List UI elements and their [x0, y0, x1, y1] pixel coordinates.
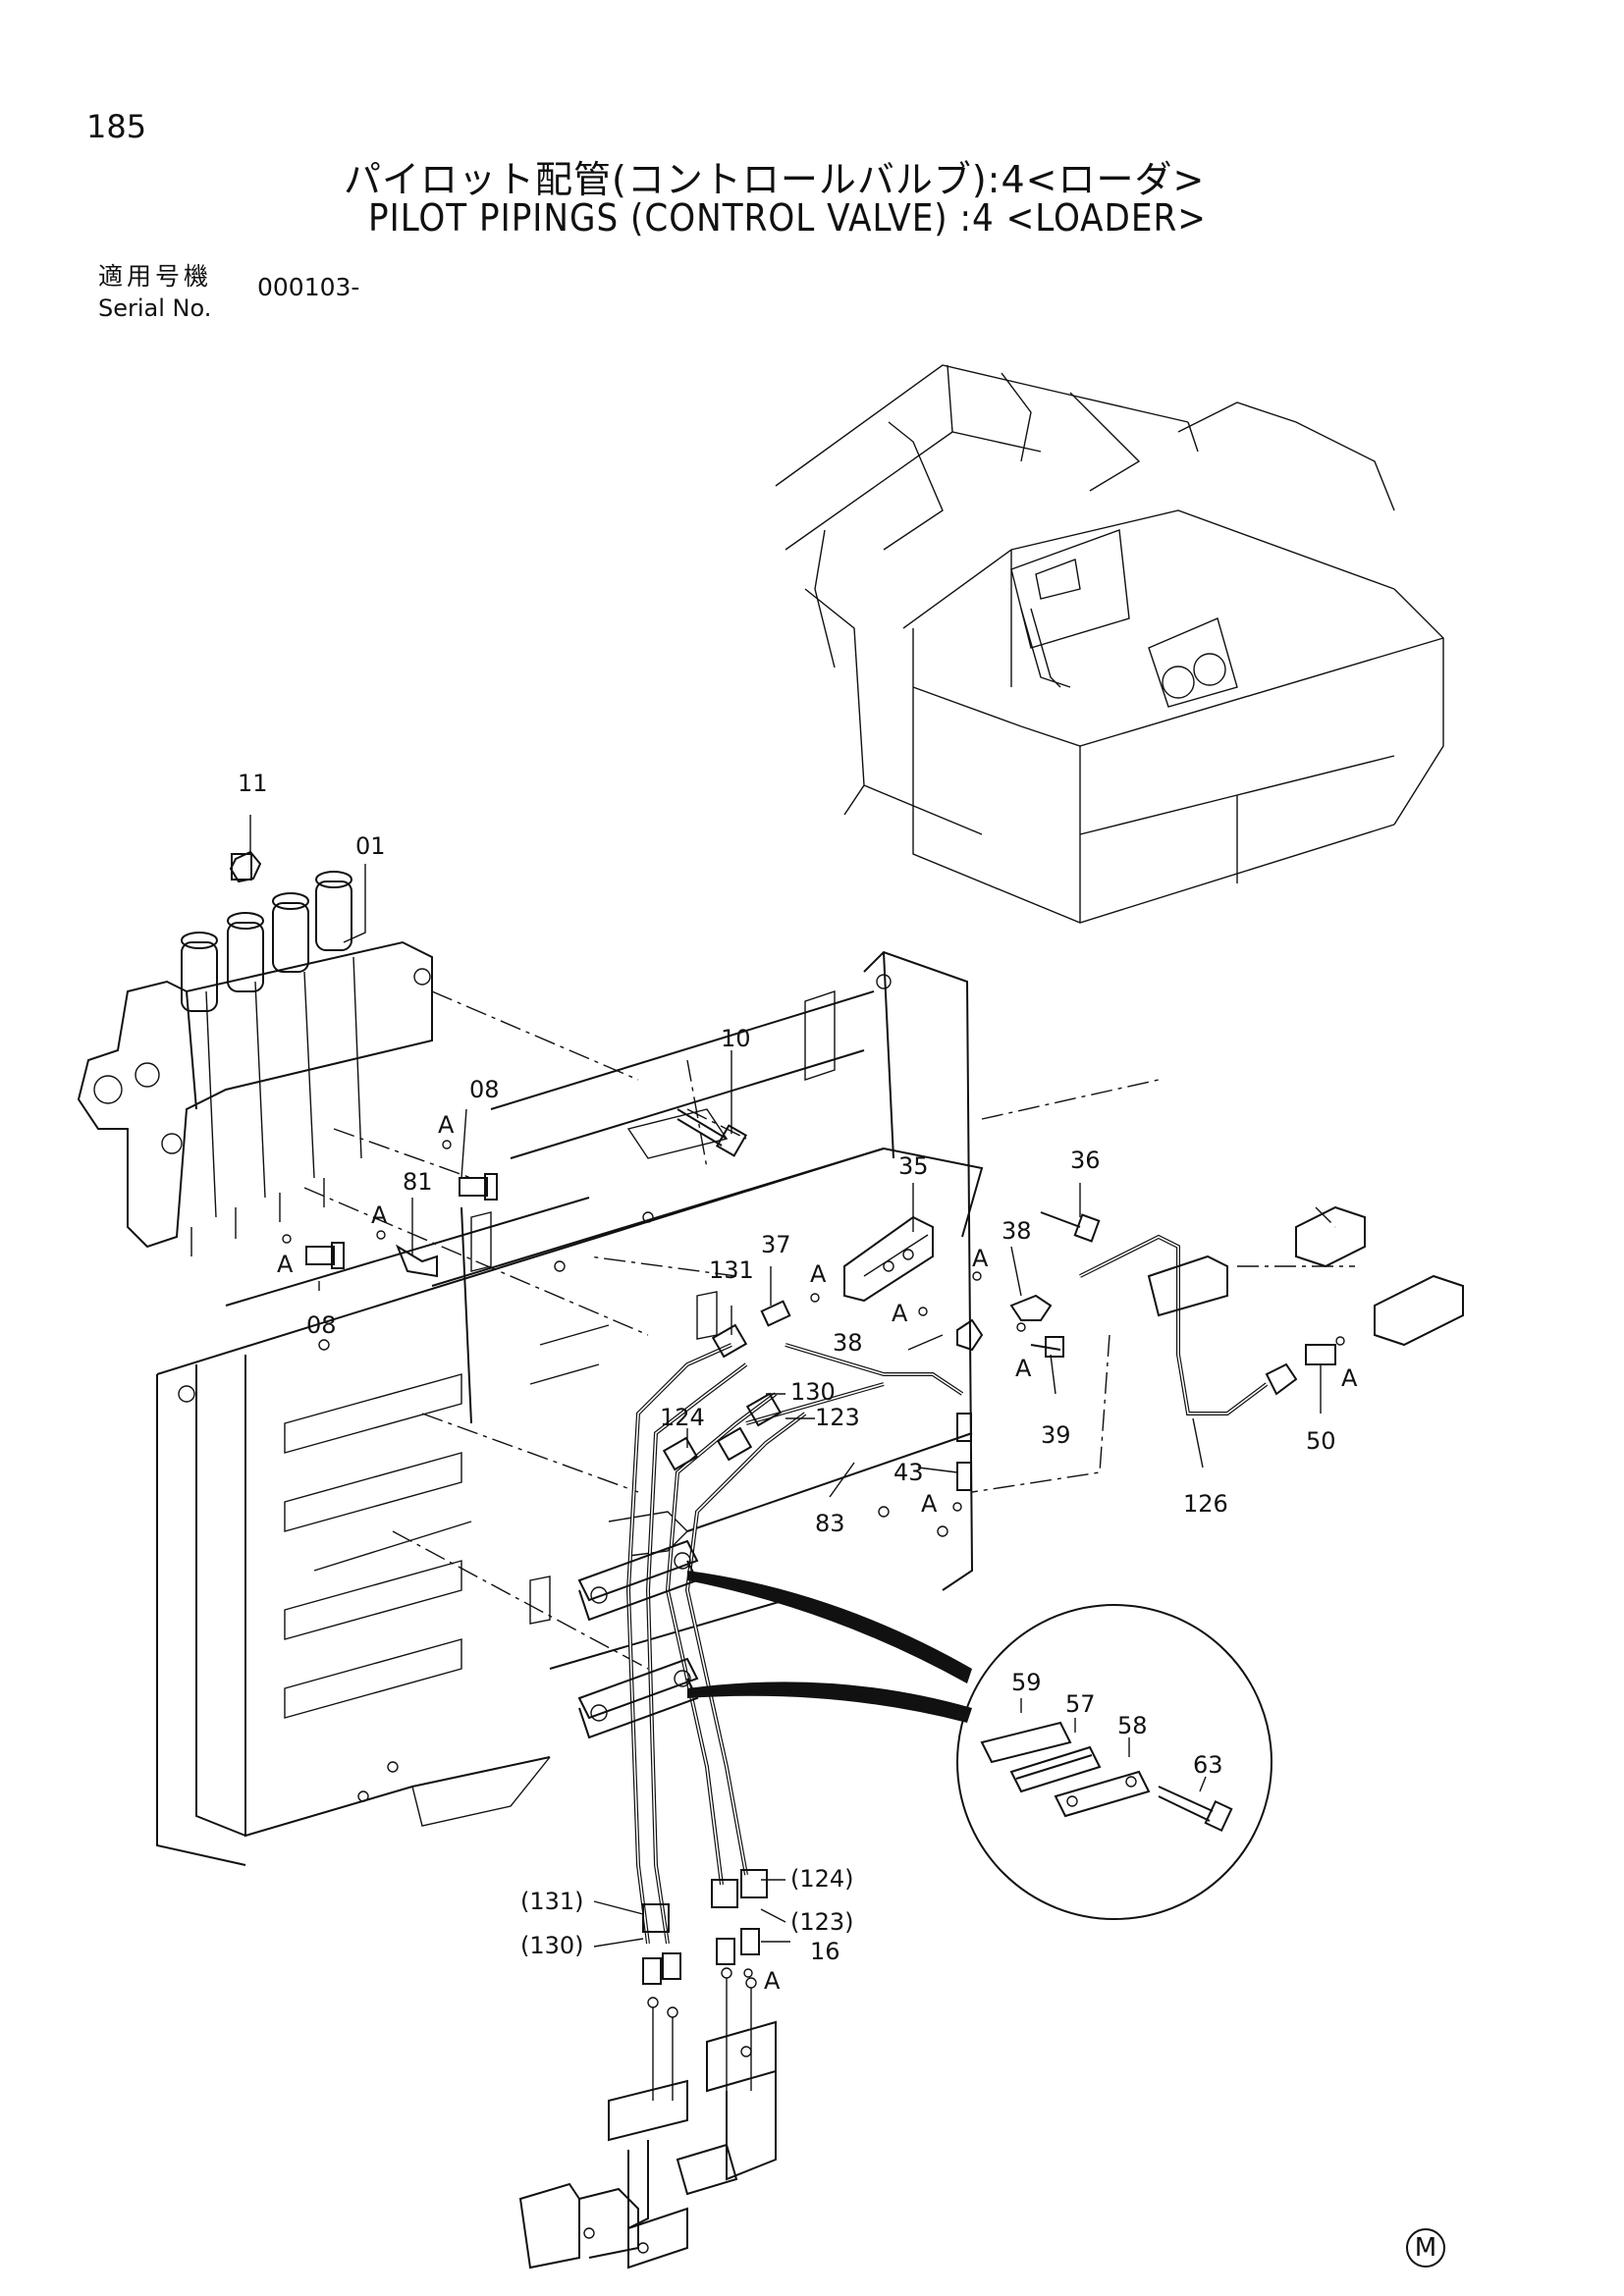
callout-126: 126	[1183, 1490, 1228, 1518]
bottom-valve-blocks-drawing	[518, 1928, 777, 2269]
page-title-english: PILOT PIPINGS (CONTROL VALVE) :4 <LOADER…	[368, 196, 1207, 240]
marker-a: A	[921, 1490, 938, 1518]
marker-a: A	[810, 1260, 827, 1288]
marker-a: A	[892, 1300, 908, 1327]
callout-36: 36	[1070, 1147, 1101, 1174]
callout-08-lower: 08	[306, 1311, 337, 1339]
callout-37: 37	[761, 1231, 791, 1258]
marker-a: A	[277, 1251, 294, 1278]
callout-50: 50	[1306, 1427, 1336, 1455]
callout-123-ref: (123)	[790, 1908, 854, 1936]
assembly-center-lines	[303, 990, 1355, 1670]
callout-124: 124	[660, 1404, 705, 1431]
callout-35: 35	[898, 1152, 929, 1180]
marker-a: A	[1015, 1355, 1032, 1382]
callout-131: 131	[709, 1256, 754, 1284]
reference-markers: A A A A A A A A A A	[277, 1111, 1358, 1995]
callout-57: 57	[1065, 1690, 1096, 1718]
marker-a: A	[1341, 1364, 1358, 1392]
callout-124-ref: (124)	[790, 1865, 854, 1893]
callout-59: 59	[1011, 1669, 1042, 1696]
callout-43: 43	[893, 1459, 924, 1486]
callout-16: 16	[810, 1938, 840, 1965]
serial-number-value: 000103-	[257, 273, 360, 301]
callout-11: 11	[238, 770, 268, 797]
marker-a: A	[764, 1967, 781, 1995]
callout-63: 63	[1193, 1751, 1223, 1779]
callout-leader-lines	[249, 815, 1322, 1948]
marker-a: A	[371, 1201, 388, 1229]
callout-58: 58	[1117, 1712, 1148, 1739]
callout-130-ref: (130)	[520, 1932, 584, 1959]
pilot-hoses-drawing	[577, 1323, 972, 1945]
machine-overview-drawing	[775, 364, 1444, 924]
serial-label-japanese: 適用号機	[98, 262, 213, 291]
callout-131-ref: (131)	[520, 1888, 584, 1915]
callout-08-upper: 08	[469, 1076, 500, 1103]
control-valve-drawing	[77, 853, 433, 1256]
callout-38-lower: 38	[833, 1329, 863, 1357]
callout-labels: 11 01 10 08 08 81 36 35 37 38 38 39 131 …	[238, 770, 1336, 1965]
callout-81: 81	[403, 1168, 433, 1196]
page-title-japanese: パイロット配管(コントロールバルブ):4<ローダ>	[344, 158, 1206, 201]
marker-a: A	[972, 1245, 989, 1272]
callout-130: 130	[790, 1378, 836, 1406]
manufacturer-mark: M	[1406, 2228, 1445, 2268]
callout-39: 39	[1041, 1421, 1071, 1449]
callout-38-upper: 38	[1001, 1217, 1032, 1245]
serial-label-english: Serial No.	[98, 294, 212, 322]
marker-a: A	[438, 1111, 455, 1139]
frame-bracket-drawing	[156, 950, 984, 1866]
callout-83: 83	[815, 1510, 845, 1537]
page-number: 185	[86, 108, 147, 145]
clamp-detail-circle	[956, 1604, 1272, 1920]
callout-01: 01	[355, 832, 386, 860]
callout-10: 10	[721, 1025, 751, 1052]
callout-123: 123	[815, 1404, 860, 1431]
